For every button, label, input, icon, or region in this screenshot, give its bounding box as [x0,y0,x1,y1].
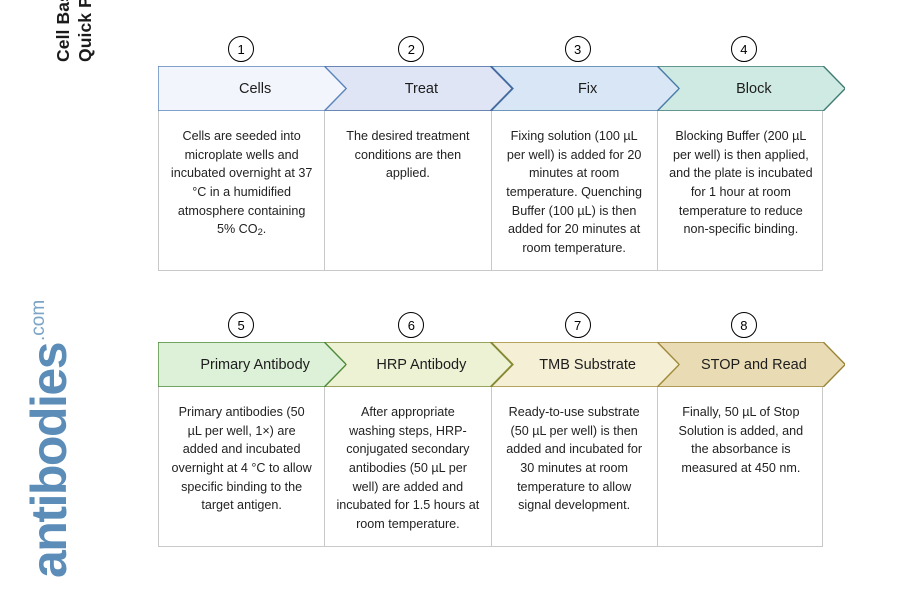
chevron-label-2: Treat [404,80,439,97]
subscript: 2 [257,226,263,238]
chevron-shape-2 [324,66,513,111]
step-number-badge-7: 7 [564,312,591,338]
brand-tld: .com [28,299,49,341]
chevron-step-7[interactable]: TMB Substrate [490,342,679,387]
chevron-label-5: Primary Antibody [200,356,310,373]
step-description-2: The desired treatment conditions are the… [325,111,492,270]
step-badge-group: 5 6 7 8 [158,310,845,342]
chevron-step-4[interactable]: Block [656,66,845,111]
step-description-5: Primary antibodies (50 µL per well, 1×) … [159,387,326,546]
step-description-text-6: After appropriate washing steps, HRP-con… [336,405,480,531]
chevron-step-2[interactable]: Treat [324,66,513,111]
chevron-shape-4 [656,66,845,111]
brand-name: antibodies [21,342,77,578]
chevron-step-6[interactable]: HRP Antibody [324,342,513,387]
step-number-badge-1: 1 [228,36,255,62]
step-description-3: Fixing solution (100 µL per well) is add… [492,111,658,270]
step-description-6: After appropriate washing steps, HRP-con… [325,387,492,546]
chevron-label-6: HRP Antibody [376,356,467,373]
page-title-line-2: Quick Protocol [74,0,96,62]
step-description-text-3: Fixing solution (100 µL per well) is add… [506,129,643,255]
chevron-strip: Cells Treat Fix Block [158,66,845,111]
chevron-label-7: TMB Substrate [539,356,636,373]
step-number-badge-3: 3 [564,36,591,62]
chevron-shape-6 [324,342,513,387]
chevron-strip: Primary Antibody HRP Antibody TMB Substrat… [158,342,845,387]
chevron-label-8: STOP and Read [700,356,807,373]
step-number-badge-6: 6 [398,312,425,338]
step-description-text-8: Finally, 50 µL of Stop Solution is added… [678,405,804,475]
description-strip: Cells are seeded into microplate wells a… [158,111,823,271]
step-number-badge-8: 8 [730,312,757,338]
step-description-text-5: Primary antibodies (50 µL per well, 1×) … [171,405,312,513]
step-description-text-2: The desired treatment conditions are the… [346,129,470,181]
chevron-label-1: Cells [239,80,272,97]
chevron-label-4: Block [736,80,772,97]
step-description-text-4: Blocking Buffer (200 µL per well) is the… [669,129,813,237]
chevron-step-3[interactable]: Fix [490,66,679,111]
step-description-4: Blocking Buffer (200 µL per well) is the… [658,111,824,270]
step-description-text-7: Ready-to-use substrate (50 µL per well) … [506,405,643,513]
step-description-7: Ready-to-use substrate (50 µL per well) … [492,387,658,546]
step-number-badge-4: 4 [730,36,757,62]
description-strip: Primary antibodies (50 µL per well, 1×) … [158,387,823,547]
step-description-8: Finally, 50 µL of Stop Solution is added… [658,387,824,546]
brand-logo: antibodies .com [21,288,94,578]
chevron-shape-7 [490,342,679,387]
chevron-label-3: Fix [577,80,598,97]
chevron-step-5[interactable]: Primary Antibody [158,342,347,387]
step-number-badge-5: 5 [228,312,255,338]
chevron-shape-3 [490,66,679,111]
step-number-badge-2: 2 [398,36,425,62]
page-title: Cell Based ELISA Kits Quick Protocol [52,0,96,62]
page-title-line-1: Cell Based ELISA Kits [52,0,74,62]
step-badge-group: 1 2 3 4 [158,34,845,66]
chevron-shape-8 [656,342,845,387]
step-description-1: Cells are seeded into microplate wells a… [159,111,326,270]
chevron-shape-1 [158,66,347,111]
step-description-text-1: Cells are seeded into microplate wells a… [170,129,313,238]
chevron-step-1[interactable]: Cells [158,66,347,111]
chevron-shape-5 [158,342,347,387]
chevron-step-8[interactable]: STOP and Read [656,342,845,387]
